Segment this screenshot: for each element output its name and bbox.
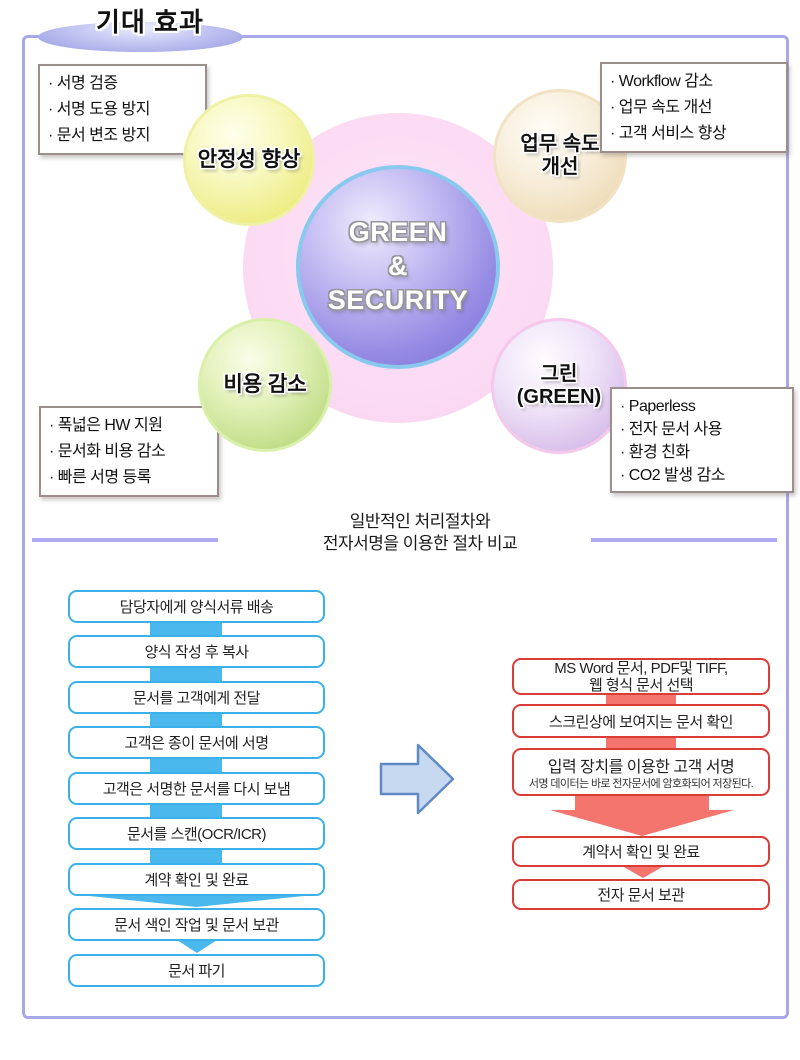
separator-line-right — [591, 538, 777, 542]
flow-step-right-2: 스크린상에 보여지는 문서 확인 — [512, 704, 770, 738]
flow-step-left-3: 문서를 고객에게 전달 — [68, 681, 325, 714]
speed-points-box: · Workflow 감소 · 업무 속도 개선 · 고객 서비스 향상 — [600, 62, 788, 153]
hub-label-line2: & — [388, 251, 408, 282]
flow-step-right-2-line1: 스크린상에 보여지는 문서 확인 — [549, 713, 733, 731]
comparison-title-line1: 일반적인 처리절차와 — [349, 512, 491, 531]
down-connector — [150, 754, 222, 776]
green-point: · 전자 문서 사용 — [620, 421, 722, 438]
speed-sphere-label-line2: 개선 — [541, 156, 579, 178]
flow-step-left-1: 담당자에게 양식서류 배송 — [68, 590, 325, 623]
page-title: 기대 효과 — [96, 7, 204, 37]
flow-step-right-3-line1: 입력 장치를 이용한 고객 서명 — [547, 759, 735, 776]
down-connector — [150, 709, 222, 730]
green-point: · CO2 발생 감소 — [620, 467, 725, 484]
flow-step-left-9: 문서 파기 — [68, 954, 325, 987]
hub-label-line1: GREEN — [348, 217, 448, 248]
stability-point: · 서명 검증 — [48, 75, 118, 92]
flow-step-left-4: 고객은 종이 문서에 서명 — [68, 726, 325, 759]
flow-step-left-2: 양식 작성 후 복사 — [68, 635, 325, 668]
flow-step-right-4-line1: 계약서 확인 및 완료 — [582, 844, 700, 861]
speed-point: · 고객 서비스 향상 — [610, 125, 727, 142]
green-sphere-label-line1: 그린 — [540, 363, 578, 385]
flow-step-right-1-line1: MS Word 문서, PDF및 TIFF, — [554, 659, 728, 677]
cost-points-box: · 폭넓은 HW 지원 · 문서화 비용 감소 · 빠른 서명 등록 — [39, 406, 219, 497]
flow-step-right-3-subtext: 서명 데이터는 바로 전자문서에 암호화되어 저장된다. — [528, 778, 754, 790]
stability-sphere-label: 안정성 향상 — [197, 147, 301, 171]
stability-point: · 문서 변조 방지 — [48, 127, 150, 144]
flow-step-right-1-line2: 웹 형식 문서 선택 — [588, 676, 694, 694]
title-ellipse — [38, 22, 243, 52]
speed-point: · Workflow 감소 — [610, 73, 713, 90]
separator-line-left — [32, 538, 218, 542]
cost-point: · 빠른 서명 등록 — [49, 469, 151, 486]
green-points-box: · Paperless · 전자 문서 사용 · 환경 친화 · CO2 발생 … — [610, 387, 794, 493]
speed-sphere-label-line1: 업무 속도 — [520, 133, 600, 155]
flow-step-left-7: 계약 확인 및 완료 — [68, 863, 325, 896]
flow-step-right-5: 전자 문서 보관 — [512, 879, 770, 910]
green-point: · Paperless — [620, 398, 696, 415]
down-connector — [150, 618, 222, 639]
cost-sphere-label: 비용 감소 — [223, 372, 307, 396]
cost-sphere: 비용 감소 — [198, 318, 332, 452]
stability-points-box: · 서명 검증 · 서명 도용 방지 · 문서 변조 방지 — [38, 64, 207, 155]
green-point: · 환경 친화 — [620, 444, 690, 461]
stability-sphere: 안정성 향상 — [183, 94, 315, 226]
hub-label-line3: SECURITY — [327, 284, 469, 315]
comparison-title: 일반적인 처리절차와 전자서명을 이용한 절차 비교 — [200, 511, 640, 555]
speed-point: · 업무 속도 개선 — [610, 99, 712, 116]
stability-point: · 서명 도용 방지 — [48, 101, 150, 118]
cost-point: · 폭넓은 HW 지원 — [49, 417, 163, 434]
flow-step-right-5-line1: 전자 문서 보관 — [597, 887, 685, 904]
green-sphere: 그린 (GREEN) — [491, 318, 627, 454]
flow-step-left-8: 문서 색인 작업 및 문서 보관 — [68, 908, 325, 941]
right-arrow-icon — [379, 743, 455, 815]
cost-point: · 문서화 비용 감소 — [49, 443, 166, 460]
green-sphere-label-line2: (GREEN) — [516, 386, 602, 408]
flow-step-right-4: 계약서 확인 및 완료 — [512, 836, 770, 867]
down-connector — [150, 845, 222, 867]
hub-sphere: GREEN & SECURITY — [296, 165, 500, 369]
flow-step-left-5: 고객은 서명한 문서를 다시 보냄 — [68, 772, 325, 805]
comparison-title-line2: 전자서명을 이용한 절차 비교 — [322, 534, 518, 553]
down-connector — [150, 663, 222, 685]
down-connector — [150, 800, 222, 821]
flow-step-right-3: 입력 장치를 이용한 고객 서명 서명 데이터는 바로 전자문서에 암호화되어 … — [512, 748, 770, 796]
flow-step-left-6: 문서를 스캔(OCR/ICR) — [68, 817, 325, 850]
flow-step-right-1: MS Word 문서, PDF및 TIFF, 웹 형식 문서 선택 — [512, 658, 770, 695]
